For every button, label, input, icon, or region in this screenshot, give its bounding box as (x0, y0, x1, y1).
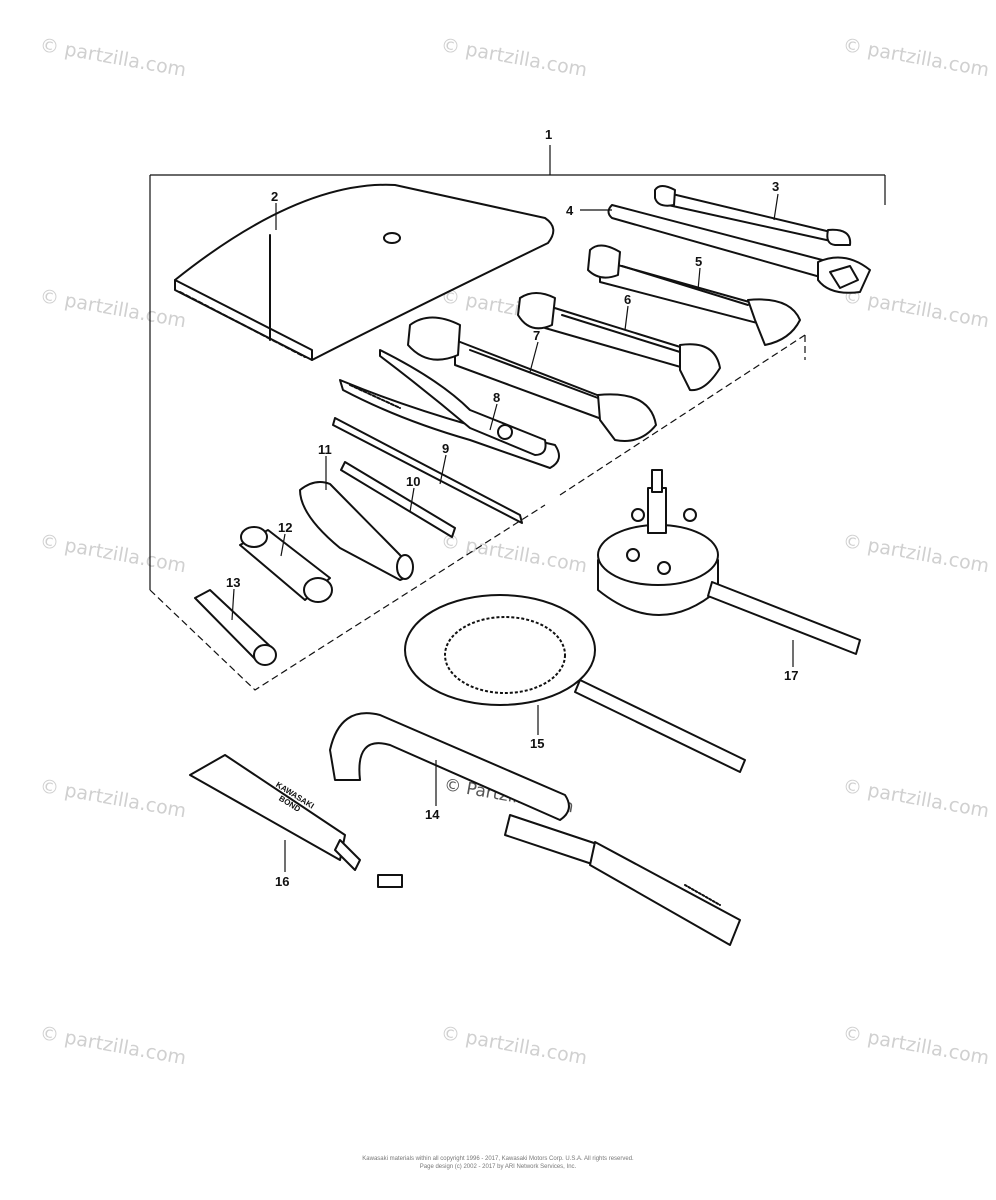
clutch-holder-illustration (404, 594, 746, 773)
wrench-long-illustration (607, 204, 871, 294)
bond-tube-illustration (189, 754, 403, 888)
hook-spanner-illustration (329, 712, 741, 946)
wrench-5-illustration (587, 244, 801, 346)
callout-16: 16 (275, 874, 290, 889)
callout-10: 10 (406, 474, 421, 489)
callout-2: 2 (271, 189, 279, 204)
copyright-line-1: Kawasaki materials within all copyright … (362, 1156, 634, 1162)
callout-5: 5 (695, 254, 703, 269)
pliers-illustration (339, 349, 560, 469)
callout-8: 8 (493, 390, 501, 405)
callout-9: 9 (442, 441, 450, 456)
screwdriver-blades-illustration (332, 417, 523, 538)
plug-wrench-illustration (194, 589, 277, 666)
callout-11: 11 (318, 442, 332, 457)
callout-4: 4 (566, 203, 574, 218)
flywheel-puller-illustration (597, 469, 861, 655)
toolkit-outline (149, 145, 886, 691)
leader-lines (231, 193, 794, 872)
callout-6: 6 (624, 292, 632, 307)
callout-12: 12 (278, 520, 293, 535)
callout-3: 3 (772, 179, 780, 194)
box-wrench-illustration (239, 526, 333, 603)
callout-14: 14 (425, 807, 440, 822)
copyright-line-2: Page design (c) 2002 - 2017 by ARI Netwo… (419, 1164, 577, 1170)
callout-15: 15 (530, 736, 545, 751)
callout-1: 1 (545, 127, 553, 142)
wrench-7-illustration (407, 316, 657, 442)
callout-13: 13 (226, 575, 241, 590)
callout-17: 17 (784, 668, 799, 683)
tool-bag-illustration (174, 183, 555, 361)
callout-7: 7 (533, 328, 541, 343)
wrench-6-illustration (517, 292, 721, 392)
wrench-small-illustration (654, 185, 852, 246)
screwdriver-grip-illustration (299, 481, 414, 581)
